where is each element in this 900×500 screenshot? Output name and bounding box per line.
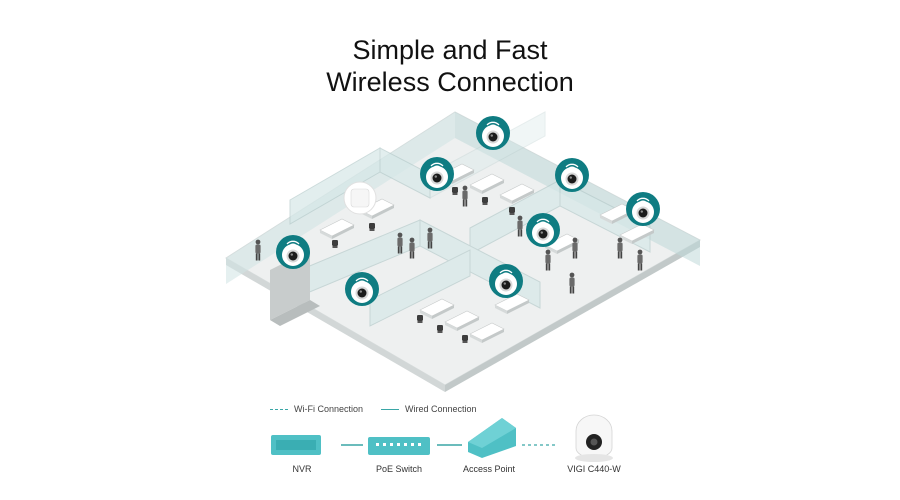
camera-badge-icon [475,115,511,151]
camera-label: VIGI C440-W [567,464,621,474]
legend-wifi: Wi-Fi Connection [270,404,363,414]
camera-badge-icon [419,156,455,192]
vigi-camera-icon [575,414,613,462]
access-point-icon [468,418,516,458]
camera-badge-icon [625,191,661,227]
legend-wifi-label: Wi-Fi Connection [294,404,364,414]
access-point-label: Access Point [462,464,516,474]
title-line-2: Wireless Connection [326,67,574,97]
connection-legend: Wi-Fi Connection Wired Connection [270,401,495,417]
legend-wired-label: Wired Connection [405,404,477,414]
page-title: Simple and Fast Wireless Connection [0,34,900,98]
nvr-label: NVR [292,464,312,474]
poe-switch-icon [368,437,430,455]
legend-wired: Wired Connection [381,404,477,414]
camera-badge-icon [344,271,380,307]
poe-switch-label: PoE Switch [375,464,423,474]
camera-badge-icon [275,234,311,270]
dashed-line-icon [270,408,288,410]
title-line-1: Simple and Fast [352,35,548,65]
camera-badge-icon [488,263,524,299]
camera-badge-icon [525,212,561,248]
ceiling-access-point-icon [343,181,377,215]
camera-badge-icon [554,157,590,193]
solid-line-icon [381,408,400,410]
nvr-device-icon [271,435,321,455]
